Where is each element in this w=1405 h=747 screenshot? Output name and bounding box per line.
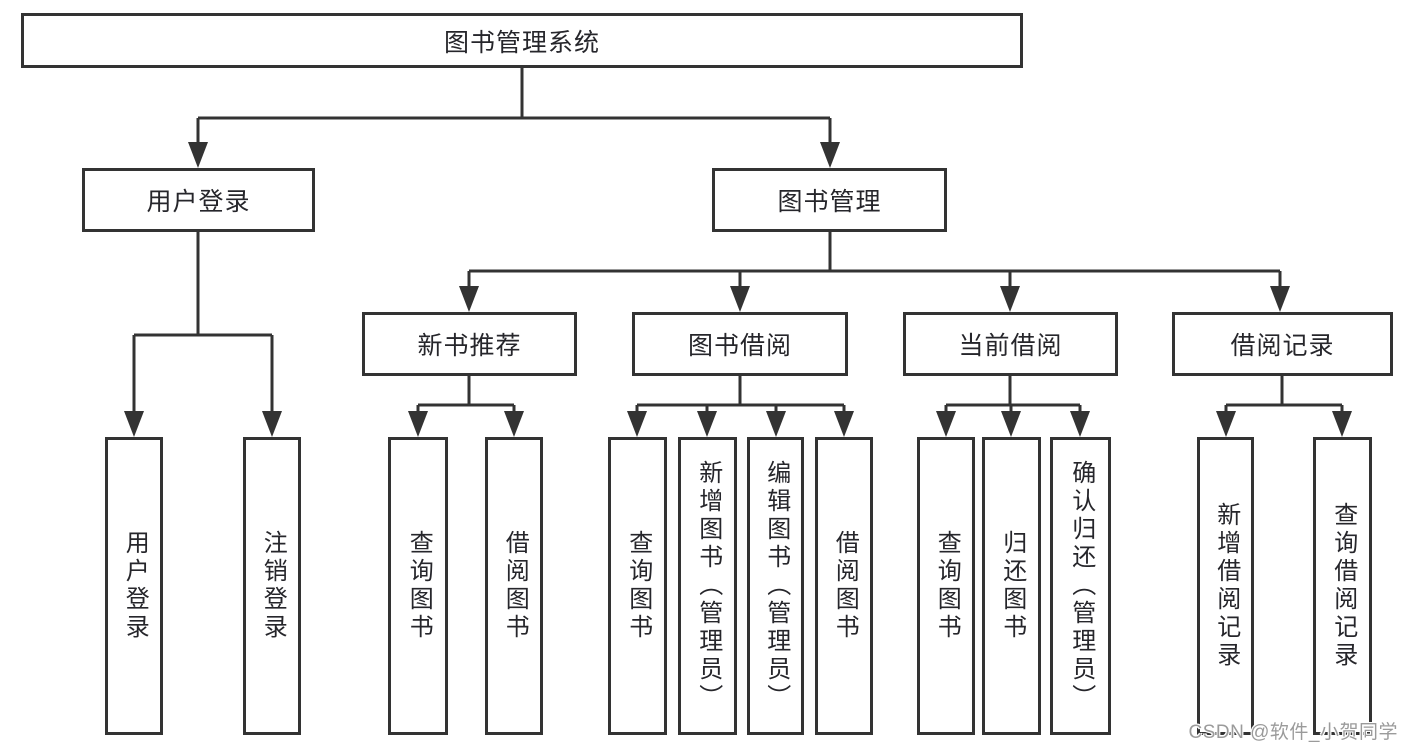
node-return-books: 归还图书 [982, 437, 1041, 735]
connector-user-login-children [124, 232, 282, 437]
node-query-books-borrowing: 查询图书 [608, 437, 667, 735]
connector-current-borrowing-children [936, 376, 1090, 437]
node-query-books-recommendation: 查询图书 [388, 437, 448, 735]
node-edit-books-admin: 编辑图书（管理员） [747, 437, 804, 735]
connector-root-to-level1 [188, 68, 840, 168]
node-borrowing-records: 借阅记录 [1172, 312, 1393, 376]
node-user-login: 用户登录 [82, 168, 315, 232]
node-current-borrowing: 当前借阅 [903, 312, 1118, 376]
connector-borrowing-children [627, 376, 854, 437]
node-book-management: 图书管理 [712, 168, 947, 232]
connector-book-management-children [459, 232, 1290, 312]
connector-records-children [1216, 376, 1352, 437]
node-add-books-admin: 新增图书（管理员） [678, 437, 737, 735]
node-query-borrow-record: 查询借阅记录 [1313, 437, 1372, 735]
node-logout: 注销登录 [243, 437, 301, 735]
node-confirm-return-admin: 确认归还（管理员） [1050, 437, 1111, 735]
connector-recommendation-children [408, 376, 524, 437]
node-borrow-books-recommendation: 借阅图书 [485, 437, 543, 735]
node-new-book-recommendation: 新书推荐 [362, 312, 577, 376]
node-book-borrowing: 图书借阅 [632, 312, 848, 376]
node-library-management-system: 图书管理系统 [21, 13, 1023, 68]
node-borrow-books: 借阅图书 [815, 437, 873, 735]
csdn-watermark: CSDN @软件_小贺同学 [1188, 722, 1398, 743]
node-user-login-leaf: 用户登录 [105, 437, 163, 735]
node-query-books-current: 查询图书 [917, 437, 975, 735]
node-add-borrow-record: 新增借阅记录 [1197, 437, 1254, 735]
